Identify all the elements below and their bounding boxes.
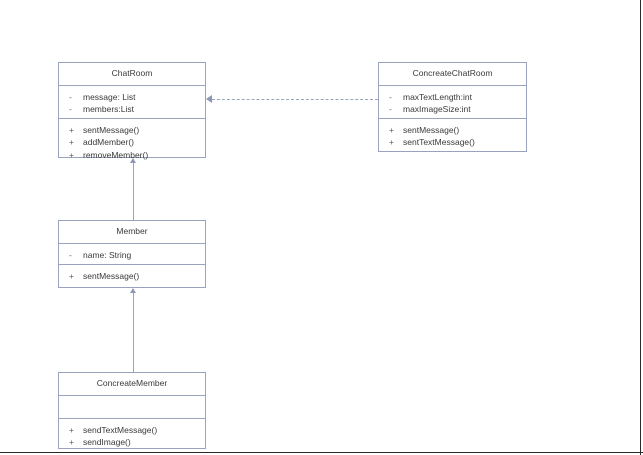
- visibility-marker: +: [69, 270, 74, 281]
- class-methods-concreatechatroom: + sentMessage() + sentTextMessage(): [379, 119, 526, 155]
- uml-class-chatroom[interactable]: ChatRoom -message: List -members:List +s…: [58, 62, 206, 160]
- uml-class-concreatechatroom[interactable]: ConcreateChatRoom -maxTextLength:int -ma…: [378, 62, 527, 152]
- visibility-marker: +: [69, 124, 74, 135]
- class-attributes-concreatechatroom: -maxTextLength:int -maxImageSize:int: [379, 86, 526, 119]
- uml-class-member[interactable]: Member -name: String + sentMessage(): [58, 220, 206, 288]
- attribute-row: -maxTextLength:int: [383, 91, 522, 104]
- attribute-row: -name: String: [63, 249, 201, 262]
- method-label: sendImage(): [83, 437, 131, 447]
- method-label: addMember(): [83, 137, 135, 147]
- attribute-row: -message: List: [63, 91, 201, 104]
- method-row: + sentMessage(): [63, 124, 201, 137]
- method-label: removeMember(): [83, 149, 149, 160]
- relation-line-concreatemember-to-member: [133, 293, 134, 372]
- method-label: sentMessage(): [83, 270, 140, 281]
- visibility-marker: -: [69, 104, 72, 114]
- visibility-marker: +: [69, 149, 74, 160]
- method-label: sentTextMessage(): [403, 137, 475, 147]
- relation-arrowhead-concreatemember-to-member: [130, 288, 136, 293]
- relation-line-realization: [212, 99, 378, 100]
- method-label: sentMessage(): [83, 124, 140, 135]
- method-row: + sentMessage(): [63, 270, 201, 283]
- attribute-label: message: List: [83, 91, 136, 102]
- visibility-marker: +: [389, 124, 394, 135]
- visibility-marker: +: [69, 137, 74, 147]
- attribute-label: members:List: [83, 104, 135, 114]
- method-row: + removeMember(): [63, 149, 201, 162]
- visibility-marker: +: [389, 137, 394, 147]
- relation-line-member-to-chatroom: [133, 163, 134, 220]
- method-row: + sentMessage(): [383, 124, 522, 137]
- method-row: + addMember(): [63, 136, 201, 149]
- class-methods-chatroom: + sentMessage() + addMember() + removeMembe…: [59, 119, 205, 168]
- visibility-marker: -: [69, 91, 72, 102]
- page-frame-right-rule: [640, 0, 641, 455]
- attribute-label: name: String: [83, 249, 132, 260]
- class-title-concreatechatroom: ConcreateChatRoom: [379, 63, 526, 86]
- page-frame-bottom-rule: [0, 452, 643, 453]
- uml-class-concreatemember[interactable]: ConcreateMember + sendTextMessage() + send…: [58, 372, 206, 449]
- class-title-chatroom: ChatRoom: [59, 63, 205, 86]
- method-label: sentMessage(): [403, 124, 460, 135]
- visibility-marker: +: [69, 437, 74, 447]
- attribute-label: maxTextLength:int: [403, 91, 472, 102]
- visibility-marker: -: [389, 104, 392, 114]
- attribute-row: - members:List: [63, 103, 201, 116]
- relation-arrowhead-member-to-chatroom: [130, 158, 136, 163]
- visibility-marker: +: [69, 424, 74, 435]
- class-attributes-member: -name: String: [59, 244, 205, 265]
- visibility-marker: -: [389, 91, 392, 102]
- class-title-member: Member: [59, 221, 205, 244]
- method-row: + sendImage(): [63, 436, 201, 449]
- class-attributes-concreatemember: [59, 396, 205, 419]
- class-attributes-chatroom: -message: List -members:List: [59, 86, 205, 119]
- method-label: sendTextMessage(): [83, 424, 158, 435]
- relation-arrowhead-realization: [206, 95, 212, 103]
- method-row: + sendTextMessage(): [63, 424, 201, 437]
- attribute-label: maxImageSize:int: [403, 104, 471, 114]
- class-title-concreatemember: ConcreateMember: [59, 373, 205, 396]
- class-methods-member: + sentMessage(): [59, 265, 205, 289]
- method-row: + sentTextMessage(): [383, 136, 522, 149]
- attribute-row: - maxImageSize:int: [383, 103, 522, 116]
- visibility-marker: -: [69, 249, 72, 260]
- class-methods-concreatemember: + sendTextMessage() + sendImage(): [59, 419, 205, 455]
